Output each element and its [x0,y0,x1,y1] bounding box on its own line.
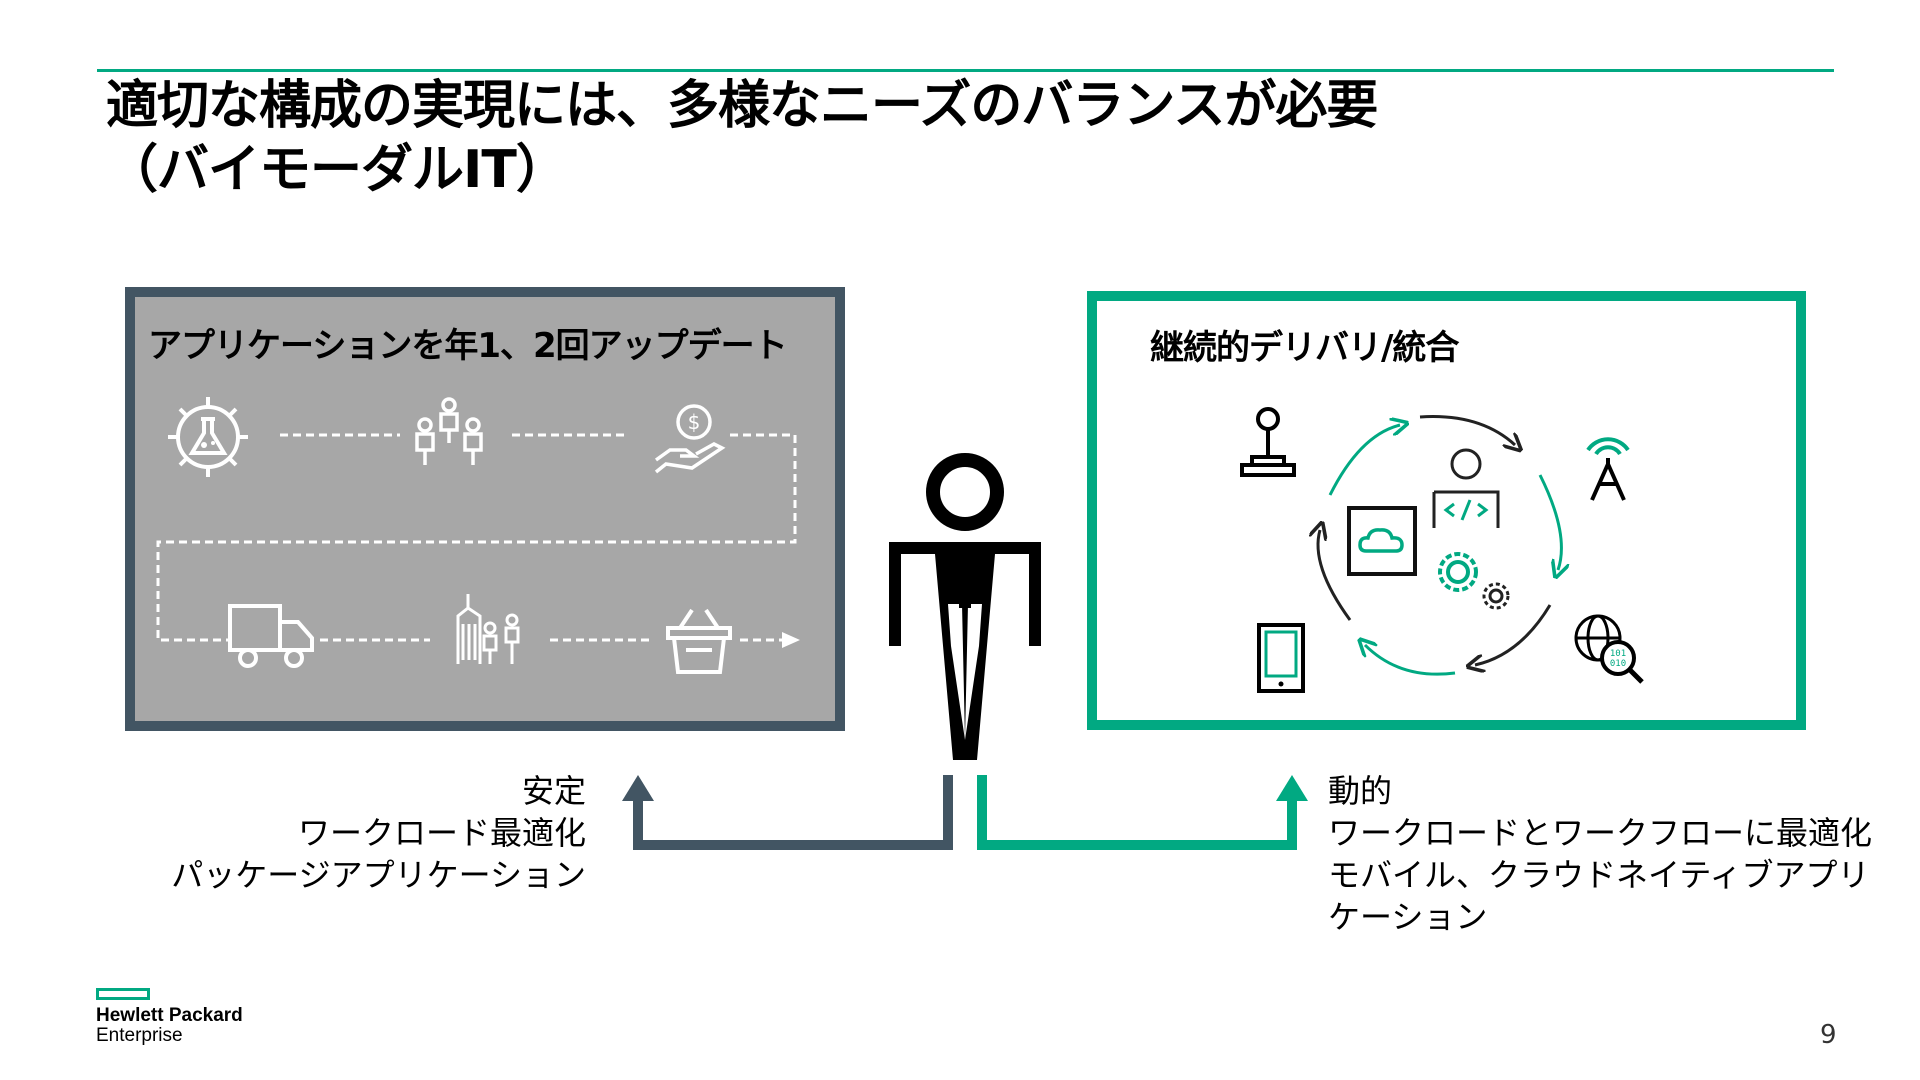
left-panel-title: アプリケーションを年1、2回アップデート [148,326,788,366]
title-line-1: 適切な構成の実現には、多様なニーズのバランスが必要 [106,76,1378,136]
dynamic-arrow [977,775,1308,850]
person-figure [889,453,1041,760]
lab-flask-gear-icon [168,397,248,477]
shopping-basket-icon [666,608,732,674]
hpe-logo: Hewlett Packard Enterprise [96,988,243,1046]
right-panel-title: 継続的デリバリ/統合 [1150,328,1459,368]
developer-code-icon [1432,448,1500,528]
stable-caption-line-3: パッケージアプリケーション [171,856,586,894]
svg-text:$: $ [688,410,701,434]
team-people-icon [415,397,483,465]
dynamic-caption-line-3: モバイル、クラウドネイティブアプリ [1328,856,1870,894]
stable-caption-line-2: ワークロード最適化 [297,814,586,852]
left-flow-connector [156,433,800,648]
hand-coin-icon: $ [654,404,726,474]
svg-text:010: 010 [1610,659,1626,669]
dynamic-caption-line-2: ワークロードとワークフローに最適化 [1328,814,1873,852]
stable-arrow [622,775,953,850]
dynamic-caption-line-4: ケーション [1328,898,1488,936]
globe-data-search-icon: 101 010 [1574,614,1644,684]
svg-text:101: 101 [1610,649,1626,659]
cycle-arrows [1290,415,1590,676]
delivery-truck-icon [228,604,314,668]
gears-icon [1438,552,1510,610]
dynamic-caption: 動的 ワークロードとワークフローに最適化 モバイル、クラウドネイティブアプリ ケ… [1328,770,1872,938]
cloud-screen-icon [1347,506,1417,576]
page-number: 9 [1820,1020,1837,1050]
logo-line-2: Enterprise [96,1025,183,1046]
stable-caption-line-1: 安定 [521,772,586,810]
dynamic-caption-line-1: 動的 [1328,772,1393,810]
stable-caption: 安定 ワークロード最適化 パッケージアプリケーション [171,770,586,896]
antenna-icon [1586,437,1630,501]
hpe-logo-bar [96,988,150,1000]
logo-line-1: Hewlett Packard [96,1005,243,1026]
city-people-icon [456,594,520,664]
tablet-icon [1257,623,1305,693]
top-rule [97,69,1834,72]
page-title: 適切な構成の実現には、多様なニーズのバランスが必要 （バイモーダルIT） [106,74,1378,202]
title-line-2: （バイモーダルIT） [106,140,568,200]
hpe-logo-text: Hewlett Packard Enterprise [96,1006,243,1046]
joystick-icon [1240,407,1296,477]
